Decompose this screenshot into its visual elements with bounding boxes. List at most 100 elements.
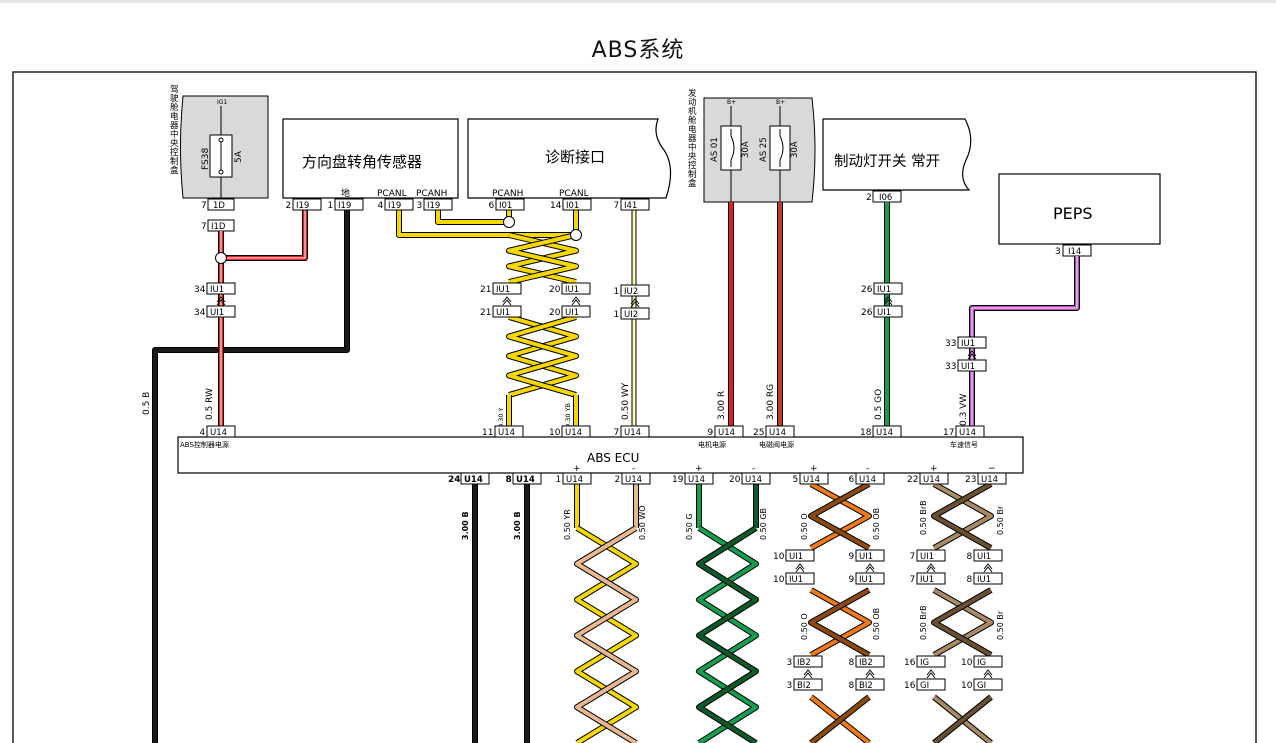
inline-iu1-26-bot-num: 26	[861, 308, 873, 318]
steer-pin-1-conn: I19	[338, 201, 351, 211]
wire-speed	[969, 256, 1080, 437]
diag-pin-label: PCANL	[559, 189, 589, 199]
fuse-rating: 30A	[790, 141, 800, 158]
inline-ib2-8-bot-conn: BI2	[859, 681, 873, 691]
ecu-top-pin-11-num: 11	[482, 428, 493, 438]
ecu-bottom-pin-23-num: 23	[965, 475, 976, 485]
inline-ui1-8-arrow-icon	[983, 563, 993, 573]
ecu-top-pin-11-conn: U14	[498, 428, 515, 438]
ecu-bottom-pin-1-num: 1	[556, 475, 562, 485]
wire-label-ws23b: 0.50 Br	[996, 610, 1005, 640]
wire-label-abs-power: 0.5 RW	[205, 388, 215, 420]
steer-pin-4	[384, 198, 414, 211]
steer-pin-3	[423, 198, 453, 211]
wire-label-ws22b: 0.50 BrB	[919, 605, 928, 640]
inline-iu2-1-top	[620, 284, 650, 297]
wire-power-branch	[221, 210, 308, 261]
inline-ui1-8-bot	[973, 572, 1003, 585]
inline-iu1-26-top-num: 26	[861, 285, 873, 295]
wire-label-left-black: 0.5 B	[142, 392, 152, 415]
inline-ui1-9-arrow-icon	[865, 563, 875, 573]
inline-ui1-7-top-conn: UI1	[920, 552, 934, 562]
ecu-top-pin-18-num: 18	[860, 428, 872, 438]
twist-ws2223-2-b	[931, 587, 993, 658]
diag-pin-6-num: 6	[489, 201, 495, 211]
inline-ui1-9-bot-num: 9	[849, 575, 855, 585]
inline-iu1-21-top	[492, 282, 522, 295]
peps-pin-conn: I14	[1068, 247, 1081, 257]
inline-ib2-3-top-num: 3	[787, 658, 793, 668]
inline-iu1-21-bot-conn: UI1	[496, 308, 510, 318]
inline-ib2-8-top-conn: IB2	[859, 658, 873, 668]
twist-ws12-a-fill	[575, 526, 638, 743]
inline-iu1-20-top-num: 20	[549, 285, 561, 295]
inline-ui1-9-bot	[855, 572, 885, 585]
wire-ground-left	[152, 210, 350, 743]
wire-power-branch-fill	[221, 210, 307, 260]
inline-iu1-20-bot-conn: UI1	[565, 308, 579, 318]
twist-ws56-1-a	[809, 481, 872, 551]
inline-iu1-34-bot-conn: UI1	[210, 308, 224, 318]
twist-ws1920-a-fill	[697, 526, 758, 743]
ecu-bottom-pin-19	[684, 472, 714, 485]
ecu-bottom-pin-8	[512, 472, 542, 485]
ecu-bottom-pin-8-conn: U14	[516, 475, 535, 485]
inline-iu1-20-bot	[561, 305, 591, 318]
inline-iu1-21-bot-num: 21	[480, 308, 491, 318]
steer-pin-3-num: 3	[417, 201, 423, 211]
ecu-bottom-pin-1-conn: U14	[566, 475, 583, 485]
diag-pin-label: PCANH	[492, 189, 523, 199]
diag-pin-6	[495, 198, 525, 211]
ecu-top-pin-10-conn: U14	[565, 428, 582, 438]
diag-pin-7-num: 7	[614, 201, 620, 211]
cab-fuse-box-name: 驾驶舱电器中央控制盒	[170, 84, 179, 176]
twist-can-1-b-fill	[507, 233, 578, 284]
wire-label-ws23: 0.50 Br	[996, 505, 1005, 535]
inline-ui1-7-top-num: 7	[910, 552, 916, 562]
inline-ib2-3-bot-num: 3	[787, 681, 793, 691]
inline-iu1-33-top-num: 33	[945, 339, 956, 349]
ecu-bottom-pin-5-conn: U14	[803, 475, 820, 485]
inline-ig-16-arrow-icon	[926, 669, 936, 679]
ecu-label-motor: 电机电源	[698, 440, 726, 449]
ecu-bottom-pin-20	[741, 472, 771, 485]
steering-sensor-name: 方向盘转角传感器	[302, 153, 422, 171]
twist-can-2-a-fill	[507, 315, 578, 397]
engine-fuse-source: B+	[727, 99, 736, 106]
twist-ws56-1-a-fill	[810, 482, 871, 550]
ecu-bottom-pin-1	[562, 472, 592, 485]
diag-pin-14-conn: I01	[566, 201, 579, 211]
inline-iu1-34-top-conn: IU1	[210, 285, 224, 295]
ecu-bottom-pin-24	[460, 472, 490, 485]
inline-ib2-8-bot-num: 8	[849, 681, 855, 691]
ecu-top-pin-7-conn: U14	[624, 428, 641, 438]
wire-label-valve: 3.00 RG	[766, 384, 776, 420]
ecu-top-pin-4-conn: U14	[210, 428, 227, 438]
inline-ig-10-top	[973, 655, 1003, 668]
inline-ib2-3-top	[793, 655, 823, 668]
wire-label-can-l: 0.30 YB	[564, 403, 572, 428]
ecu-top-pin-17-conn: U14	[959, 428, 976, 438]
inline-iu2-1-top-conn: IU2	[624, 287, 638, 297]
steer-pin-label: PCANH	[416, 189, 447, 199]
engine-fuse-box-name: 发动机舱电器中央控制盒	[688, 88, 697, 189]
inline-iu1-21-top-num: 21	[480, 285, 491, 295]
inline-iu1-34-bot	[206, 305, 236, 318]
twist-ws2223-1-a-fill	[933, 482, 993, 550]
steer-pin-3-conn: I19	[427, 201, 440, 211]
wire-label-ws6: 0.50 OB	[872, 508, 881, 540]
steer-pin-1-num: 1	[328, 201, 334, 211]
inline-ui1-9-top-conn: UI1	[859, 552, 873, 562]
ecu-top-pin-7-num: 7	[614, 428, 620, 438]
fuse-id: AS 25	[759, 137, 769, 162]
ecu-top-pin-18-conn: U14	[876, 428, 893, 438]
inline-iu2-1-bot	[620, 307, 650, 320]
twist-ws1920-b-fill	[697, 526, 758, 743]
wire-label-ws1: 0.50 YR	[563, 509, 572, 540]
wire-label-gnd8: 3.00 B	[513, 511, 522, 540]
wire-can-h-fill	[436, 210, 511, 224]
twist-ws2223-1-b	[931, 481, 993, 551]
wire-ground-left-fill	[153, 210, 349, 743]
brake-pin-conn: I06	[879, 193, 892, 203]
inline-ui1-10-top	[785, 549, 815, 562]
